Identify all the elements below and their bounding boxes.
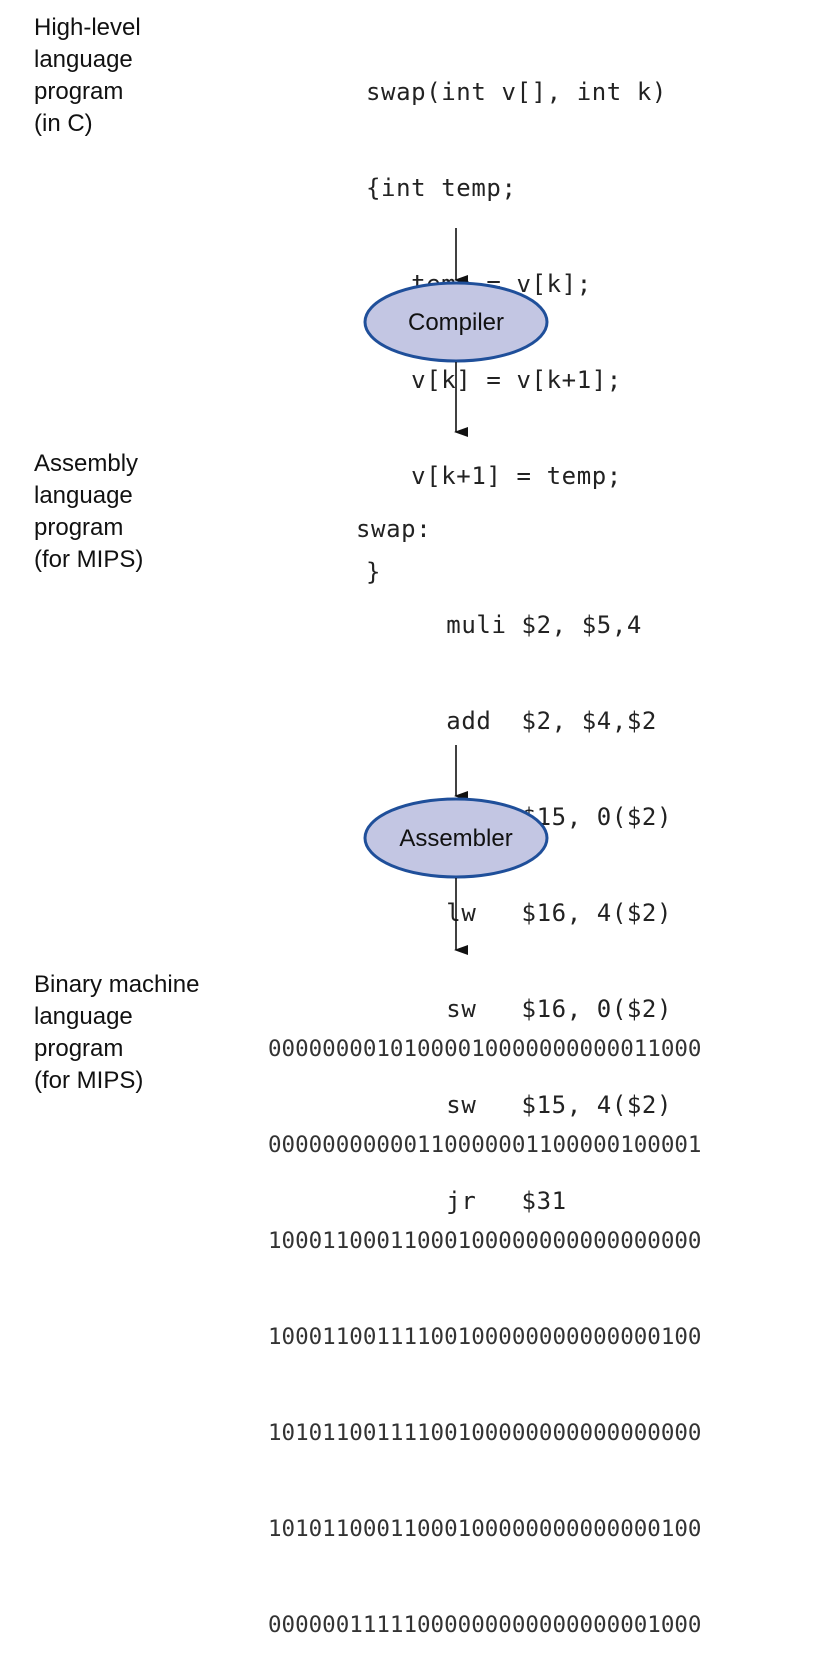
label-assembly: Assembly language program (for MIPS) bbox=[34, 448, 143, 576]
binary-line: 10101100011000100000000000000100 bbox=[268, 1516, 702, 1542]
binary-line: 10001100111100100000000000000100 bbox=[268, 1324, 702, 1350]
label-line: language bbox=[34, 482, 133, 509]
flow-diagram: Compiler Assembler bbox=[363, 228, 549, 955]
label-line: language bbox=[34, 1003, 133, 1030]
binary-line: 10001100011000100000000000000000 bbox=[268, 1228, 702, 1254]
label-line: Binary machine bbox=[34, 971, 200, 998]
binary-line: 00000000000110000001100000100001 bbox=[268, 1132, 702, 1158]
code-line: lw $16, 4($2) bbox=[356, 899, 673, 927]
label-line: program bbox=[34, 1035, 124, 1062]
label-line: Assembly bbox=[34, 450, 139, 477]
binary-line: 00000000101000010000000000011000 bbox=[268, 1036, 702, 1062]
code-line: jr $31 bbox=[356, 1187, 567, 1215]
label-line: (for MIPS) bbox=[34, 546, 144, 573]
code-line: v[k+1] = temp; bbox=[366, 462, 622, 490]
code-line: add $2, $4,$2 bbox=[356, 707, 657, 735]
binary-line: 10101100111100100000000000000000 bbox=[268, 1420, 702, 1446]
compiler-oval bbox=[363, 281, 549, 363]
label-high-level: High-level language program (in C) bbox=[34, 12, 141, 140]
code-line: muli $2, $5,4 bbox=[356, 611, 642, 639]
code-line: sw $16, 0($2) bbox=[356, 995, 673, 1023]
assembler-label: Assembler bbox=[399, 825, 512, 852]
label-binary: Binary machine language program (for MIP… bbox=[34, 969, 199, 1097]
code-line: v[k] = v[k+1]; bbox=[366, 366, 622, 394]
label-line: (in C) bbox=[34, 110, 93, 137]
compiler-node: Compiler bbox=[363, 281, 549, 363]
code-line: } bbox=[366, 558, 382, 586]
compiler-label: Compiler bbox=[408, 309, 504, 336]
assembly-code-block: swap: muli $2, $5,4 add $2, $4,$2 lw $15… bbox=[356, 449, 672, 1249]
label-line: (for MIPS) bbox=[34, 1067, 144, 1094]
label-line: language bbox=[34, 46, 133, 73]
code-line: {int temp; bbox=[366, 174, 517, 202]
label-line: program bbox=[34, 514, 124, 541]
code-line: sw $15, 4($2) bbox=[356, 1091, 673, 1119]
label-line: High-level bbox=[34, 14, 141, 41]
binary-line: 00000011111000000000000000001000 bbox=[268, 1612, 702, 1638]
label-line: program bbox=[34, 78, 124, 105]
c-code-block: swap(int v[], int k) {int temp; temp = v… bbox=[366, 12, 667, 620]
assembler-node: Assembler bbox=[363, 797, 549, 879]
code-line: swap: bbox=[356, 515, 432, 543]
assembler-oval bbox=[363, 797, 549, 879]
code-line: swap(int v[], int k) bbox=[366, 78, 667, 106]
